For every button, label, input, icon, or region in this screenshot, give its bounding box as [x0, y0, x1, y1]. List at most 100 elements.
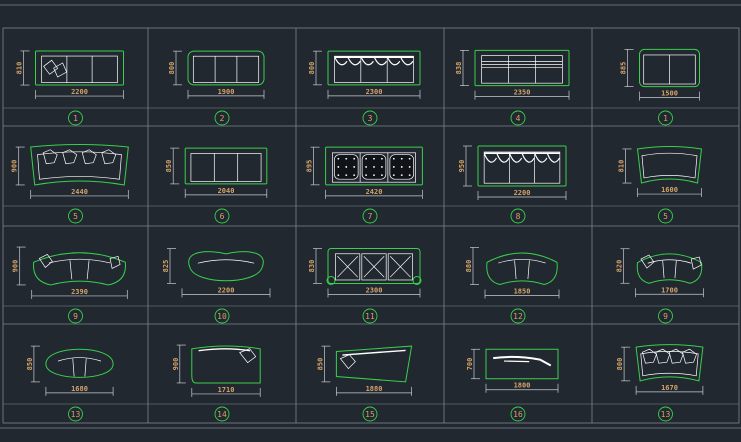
quilt-button	[381, 157, 383, 160]
cushion-divider	[84, 358, 87, 377]
back-edge	[342, 349, 406, 356]
seat-area	[192, 55, 260, 83]
quilt-button	[400, 174, 403, 177]
width-dimension-label: 2350	[514, 89, 531, 97]
item-number-label: 13	[71, 410, 81, 419]
seat-area	[332, 152, 416, 183]
height-dimension-label: 800	[168, 62, 176, 75]
quilt-button	[408, 157, 411, 160]
quilt-button	[400, 157, 403, 160]
quilt-button	[392, 174, 395, 177]
item-number-bubble	[362, 308, 378, 324]
quilt-button	[381, 166, 383, 168]
sofa-outline	[184, 147, 268, 185]
cushion-divider	[527, 260, 530, 279]
width-dimension-label: 1800	[514, 382, 531, 390]
item-number-label: 9	[663, 312, 668, 321]
quilt-button	[353, 174, 356, 177]
pillow-shape	[339, 354, 356, 370]
width-dimension-label: 2200	[514, 189, 531, 197]
sofa-outline	[639, 48, 700, 88]
cushion-divider	[662, 260, 665, 279]
item-number-bubble	[510, 308, 526, 324]
sofa-outline	[636, 145, 703, 184]
height-dimension-label: 700	[466, 358, 474, 371]
item-number-label: 3	[368, 114, 373, 123]
seat-cushion	[361, 253, 387, 281]
fabric-fold	[496, 153, 510, 163]
height-dimension-label: 885	[620, 62, 628, 75]
pillow-shape	[38, 253, 53, 268]
back-curve	[647, 259, 692, 264]
pillow-shape	[640, 254, 655, 269]
quilt-button	[353, 166, 356, 168]
fabric-fold	[360, 57, 374, 66]
item-number-bubble	[362, 208, 378, 224]
pillow-shape	[668, 348, 684, 364]
seat-area	[41, 55, 118, 84]
sofa-outline	[474, 49, 570, 87]
quilt-button	[365, 157, 367, 160]
height-dimension-label: 850	[316, 358, 324, 371]
width-dimension-label: 1900	[218, 88, 235, 96]
item-number-label: 1	[73, 114, 78, 123]
item-number-bubble	[362, 110, 378, 126]
width-dimension-label: 1850	[514, 288, 531, 296]
sofa-outline	[33, 252, 126, 286]
item-number-bubble	[214, 208, 230, 224]
height-dimension-label: 900	[172, 358, 180, 371]
pillow-shape	[109, 255, 121, 269]
fabric-fold	[347, 57, 361, 66]
draped-throw	[493, 355, 552, 367]
item-number-bubble	[658, 308, 673, 324]
height-dimension-label: 900	[11, 160, 19, 173]
back-curve	[498, 258, 546, 264]
pillow-shape	[642, 348, 657, 364]
height-dimension-label: 850	[26, 358, 34, 371]
height-dimension-label: 800	[616, 358, 624, 371]
item-number-bubble	[658, 406, 673, 422]
pillow-shape	[62, 149, 78, 165]
pillow-shape	[690, 256, 702, 270]
item-number-label: 13	[661, 410, 671, 419]
cushion-divider	[674, 260, 677, 279]
height-dimension-label: 800	[308, 62, 316, 75]
seat-area	[640, 351, 699, 377]
fabric-fold	[483, 153, 497, 163]
width-dimension-label: 2200	[218, 286, 235, 294]
pillow-shape	[239, 348, 257, 364]
quilt-button	[365, 174, 367, 177]
width-dimension-label: 1700	[661, 286, 678, 294]
cushion-divider	[86, 260, 90, 280]
grid-outer-border	[2, 27, 740, 424]
quilt-button	[408, 174, 411, 177]
quilt-button	[373, 166, 375, 168]
fabric-fold	[334, 57, 348, 66]
sofa-outline	[191, 345, 261, 384]
item-number-bubble	[658, 208, 673, 224]
seat-area	[190, 153, 262, 182]
pillow-shape	[81, 149, 97, 165]
sofa-outline	[188, 251, 264, 282]
fabric-fold	[374, 57, 388, 66]
cushion-divider	[69, 260, 73, 280]
item-number-label: 5	[663, 212, 668, 221]
arm-roll	[412, 275, 422, 285]
fabric-fold	[387, 57, 401, 66]
sofa-outline	[325, 146, 423, 186]
item-number-label: 6	[220, 212, 225, 221]
